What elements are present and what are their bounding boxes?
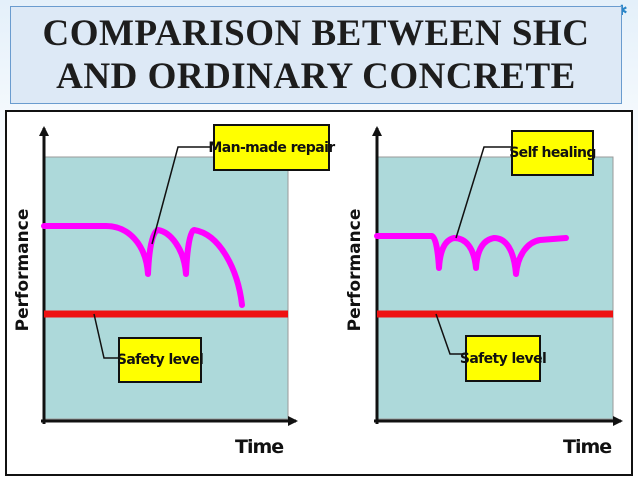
ordinary-repair-leader [151, 146, 212, 245]
self-healing-label: Self healing [509, 130, 596, 176]
ordinary-performance-curve [41, 223, 245, 308]
ordinary-x-axis-label: Time [235, 436, 284, 458]
slide-title: COMPARISON BETWEEN SHC AND ORDINARY CONC… [42, 13, 590, 97]
shc-safety-leader [435, 313, 466, 355]
ordinary-safety-leader [93, 313, 120, 359]
shc-healing-leader [455, 146, 512, 239]
ordinary-y-axis-label: Performance [13, 208, 33, 332]
ordinary-concrete-diagram [39, 126, 298, 426]
title-box: COMPARISON BETWEEN SHC AND ORDINARY CONC… [10, 6, 622, 104]
man-made-repair-label: Man-made repair [208, 124, 335, 171]
shc-x-axis-label: Time [563, 436, 612, 458]
shc-y-axis-label: Performance [345, 208, 365, 332]
ordinary-safety-level-label: Safety level [117, 337, 204, 383]
shc-safety-level-label: Safety level [460, 335, 547, 382]
shc-performance-curve [374, 233, 569, 277]
